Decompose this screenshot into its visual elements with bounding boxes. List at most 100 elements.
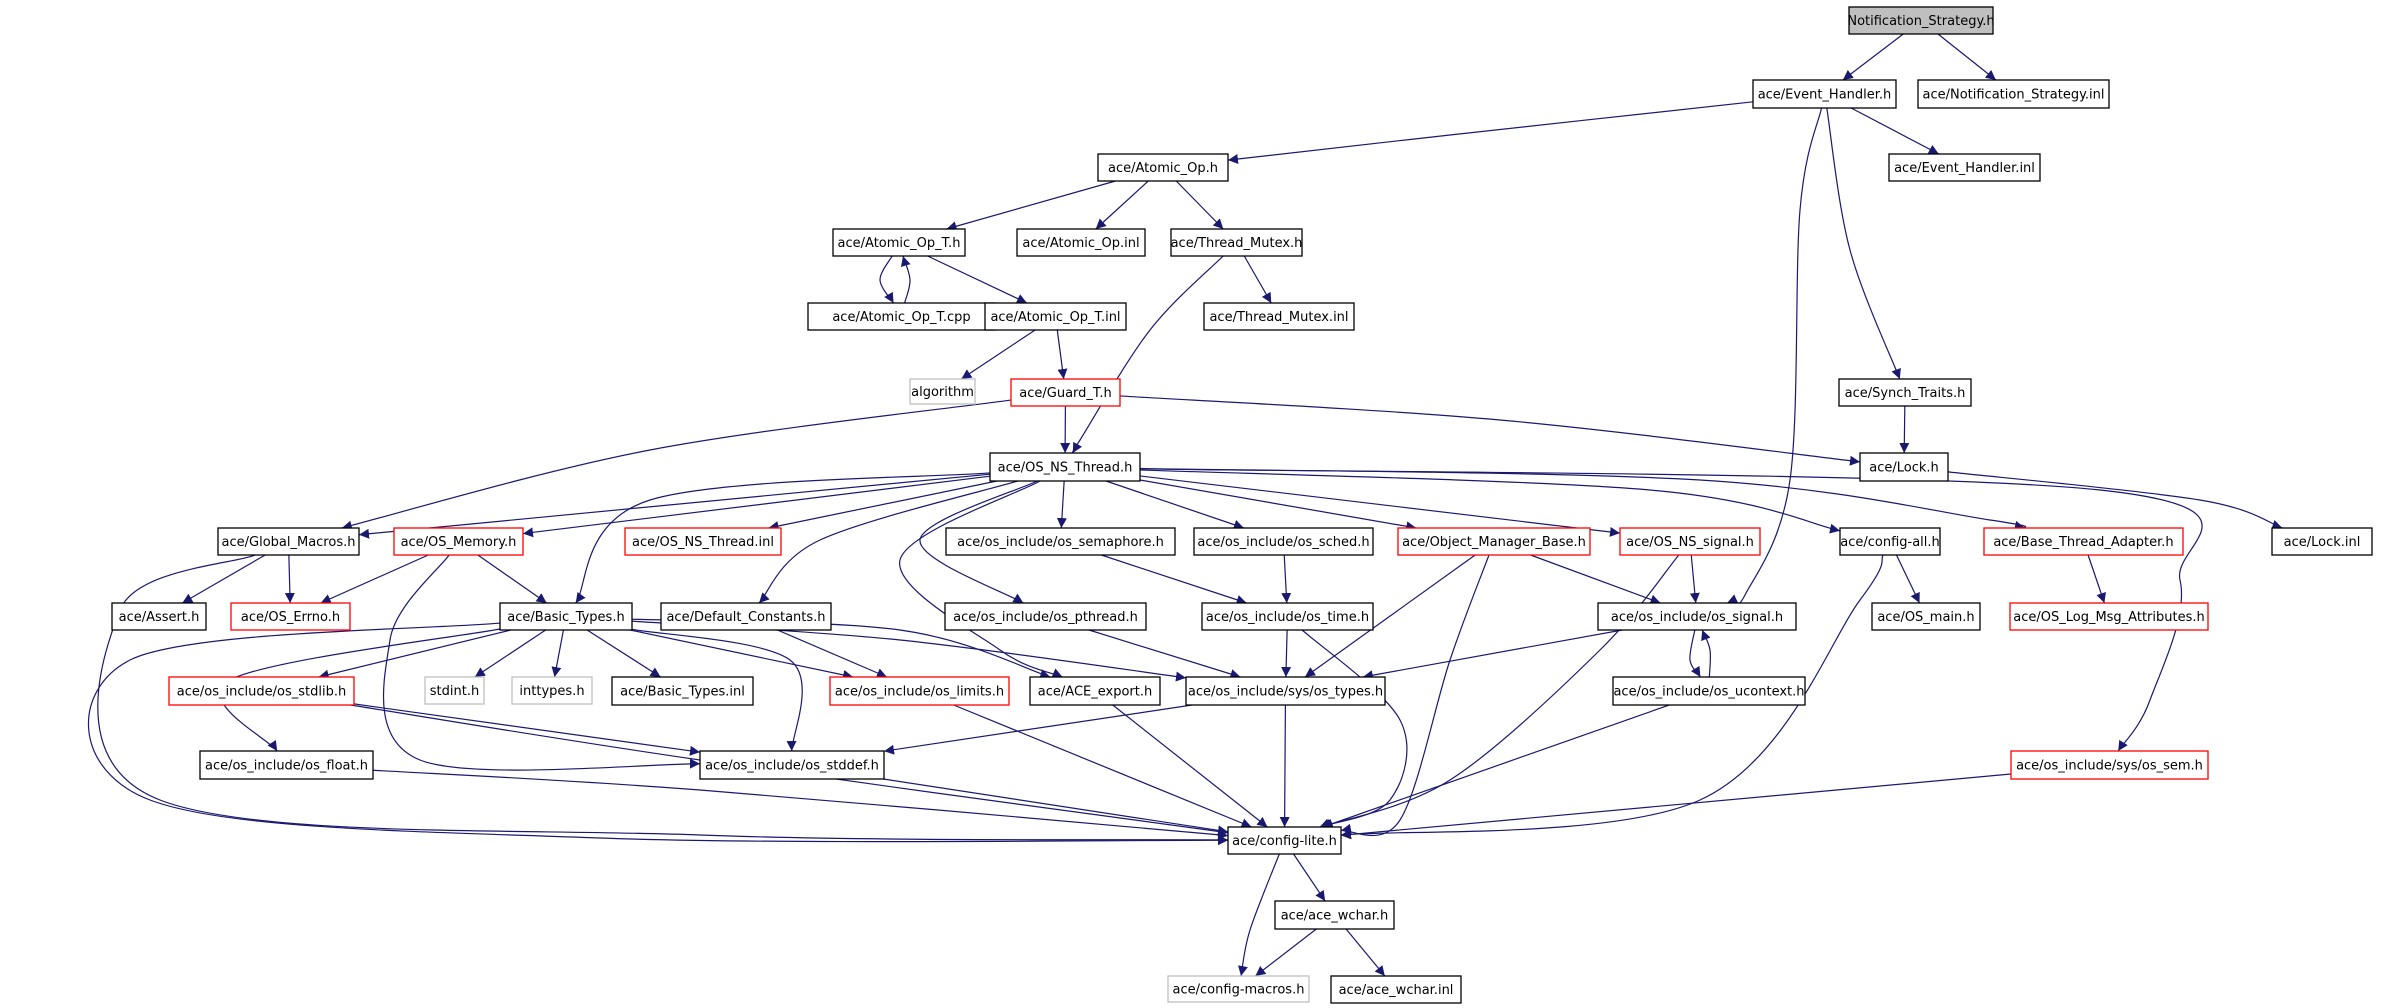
edge-n14-to-n17 <box>522 475 991 538</box>
node-label: ace/config-all.h <box>1840 535 1940 550</box>
graph-node[interactable]: inttypes.h <box>511 676 593 705</box>
node-box <box>393 527 524 556</box>
graph-node[interactable]: ace/config-all.h <box>1839 527 1941 556</box>
graph-node[interactable]: ace/Atomic_Op.h <box>1097 153 1229 182</box>
node-label: inttypes.h <box>519 684 584 699</box>
graph-node[interactable]: ace/os_include/os_float.h <box>199 750 374 780</box>
graph-node[interactable]: ace/Basic_Types.inl <box>611 676 754 706</box>
node-label: ace/ace_wchar.inl <box>1339 983 1454 998</box>
graph-node[interactable]: ace/os_include/os_pthread.h <box>944 602 1147 631</box>
node-label: ace/config-macros.h <box>1173 983 1305 998</box>
node-box <box>1203 302 1355 331</box>
edge-n23-to-n46 <box>1340 554 1884 840</box>
graph-node[interactable]: ace/os_include/os_time.h <box>1201 602 1374 631</box>
node-label: ace/OS_Log_Msg_Attributes.h <box>2013 610 2204 625</box>
graph-node[interactable]: ace/ace_wchar.inl <box>1330 975 1462 1004</box>
graph-node[interactable]: ace/Base_Thread_Adapter.h <box>1983 527 2184 556</box>
graph-node[interactable]: ace/Global_Macros.h <box>217 527 360 556</box>
edge-n31-to-n41 <box>1281 629 1292 678</box>
node-label: ace/Lock.h <box>1869 461 1939 476</box>
node-label: ace/os_include/os_limits.h <box>835 685 1004 700</box>
edge-n42-to-n46 <box>1322 704 1670 829</box>
node-label: ace/Atomic_Op_T.inl <box>990 310 1120 325</box>
node-box <box>944 602 1147 631</box>
graph-node[interactable]: ace/Event_Handler.h <box>1752 79 1897 109</box>
edge-n12-to-n15 <box>1119 395 1861 466</box>
graph-node[interactable]: ace/Notification_Strategy.inl <box>1917 79 2110 109</box>
graph-node[interactable]: ace/os_include/os_signal.h <box>1597 602 1797 631</box>
node-label: ace/Synch_Traits.h <box>1845 386 1966 401</box>
node-label: ace/Event_Handler.h <box>1758 88 1892 103</box>
node-box <box>1859 452 1949 482</box>
node-box <box>424 676 485 705</box>
graph-node[interactable]: ace/os_include/os_limits.h <box>829 676 1010 706</box>
graph-node[interactable]: ace/OS_NS_signal.h <box>1619 527 1761 556</box>
graph-node[interactable]: ace/Atomic_Op_T.cpp <box>807 302 996 331</box>
node-label: ace/os_include/os_stdlib.h <box>177 685 346 700</box>
edge-n28-to-n46 <box>88 622 1229 846</box>
graph-node[interactable]: ace/Lock.inl <box>2271 527 2373 556</box>
graph-node[interactable]: ace/Event_Handler.inl <box>1888 153 2041 182</box>
edge-n17-to-n27 <box>320 554 429 604</box>
graph-node[interactable]: ace/config-macros.h <box>1167 975 1310 1003</box>
graph-node[interactable]: stdint.h <box>424 676 485 705</box>
node-box <box>624 527 782 556</box>
node-box <box>989 452 1141 482</box>
edge-n5-to-n8 <box>879 255 895 304</box>
graph-node[interactable]: algorithm <box>909 378 976 405</box>
graph-node[interactable]: ace/ace_wchar.h <box>1274 900 1395 930</box>
graph-node[interactable]: ace/OS_Memory.h <box>393 527 524 556</box>
graph-node[interactable]: ace/Assert.h <box>111 602 207 631</box>
node-label: ace/Object_Manager_Base.h <box>1402 535 1586 550</box>
edge-n9-to-n11 <box>961 329 1036 380</box>
graph-node[interactable]: ace/Thread_Mutex.inl <box>1203 302 1355 331</box>
graph-node[interactable]: ace/Object_Manager_Base.h <box>1397 527 1591 556</box>
graph-node[interactable]: Notification_Strategy.h <box>1847 6 1995 35</box>
edge-n17-to-n28 <box>477 554 547 604</box>
node-label: ace/OS_NS_Thread.h <box>998 461 1133 476</box>
graph-node[interactable]: ace/os_include/sys/os_types.h <box>1185 676 1386 706</box>
graph-node[interactable]: ace/Default_Constants.h <box>660 602 832 631</box>
graph-node[interactable]: ace/Synch_Traits.h <box>1838 378 1972 407</box>
edge-n3-to-n6 <box>1095 180 1149 230</box>
graph-node[interactable]: ace/Guard_T.h <box>1010 378 1121 407</box>
graph-node[interactable]: ace/os_include/os_sched.h <box>1193 527 1374 556</box>
node-box <box>168 676 355 706</box>
graph-node[interactable]: ace/Atomic_Op_T.h <box>832 228 966 257</box>
graph-node[interactable]: ace/os_include/os_semaphore.h <box>945 527 1176 556</box>
node-label: ace/OS_Memory.h <box>401 535 517 550</box>
node-box <box>199 750 374 780</box>
graph-node[interactable]: ace/os_include/sys/os_sem.h <box>2010 750 2209 780</box>
graph-node[interactable]: ace/Basic_Types.h <box>499 602 633 631</box>
graph-node[interactable]: ace/os_include/os_stdlib.h <box>168 676 355 706</box>
graph-node[interactable]: ace/OS_main.h <box>1871 602 1981 631</box>
edge-n3-to-n5 <box>946 180 1116 232</box>
graph-node[interactable]: ace/ACE_export.h <box>1029 676 1161 706</box>
graph-node[interactable]: ace/OS_Errno.h <box>230 602 351 631</box>
edge-n14-to-n22 <box>1139 475 1621 537</box>
graph-node[interactable]: ace/Atomic_Op_T.inl <box>984 302 1127 331</box>
graph-node[interactable]: ace/Thread_Mutex.h <box>1170 228 1303 257</box>
graph-node[interactable]: ace/Lock.h <box>1859 452 1949 482</box>
node-box <box>1597 602 1797 631</box>
node-label: ace/Global_Macros.h <box>222 535 356 550</box>
graph-node[interactable]: ace/Atomic_Op.inl <box>1016 228 1146 257</box>
graph-node[interactable]: ace/OS_NS_Thread.inl <box>624 527 782 556</box>
node-box <box>1029 676 1161 706</box>
graph-node[interactable]: ace/os_include/os_stddef.h <box>699 750 885 780</box>
graph-node[interactable]: ace/os_include/os_ucontext.h <box>1612 676 1806 706</box>
edge-n28-to-n38 <box>586 629 661 678</box>
edge-n1-to-n13 <box>1826 107 1901 380</box>
graph-node[interactable]: ace/config-lite.h <box>1227 826 1342 855</box>
node-box <box>2009 602 2209 631</box>
node-box <box>1983 527 2184 556</box>
edge-n40-to-n46 <box>1112 704 1268 828</box>
edge-n47-to-n48 <box>1254 928 1317 977</box>
node-label: ace/os_include/os_ucontext.h <box>1613 685 1804 700</box>
graph-node[interactable]: ace/OS_NS_Thread.h <box>989 452 1141 482</box>
edge-n41-to-n44 <box>883 704 1193 755</box>
edge-n29-to-n39 <box>777 629 888 678</box>
edge-n31-to-n46 <box>1301 629 1408 829</box>
node-label: ace/ace_wchar.h <box>1281 909 1389 924</box>
graph-node[interactable]: ace/OS_Log_Msg_Attributes.h <box>2009 602 2209 631</box>
